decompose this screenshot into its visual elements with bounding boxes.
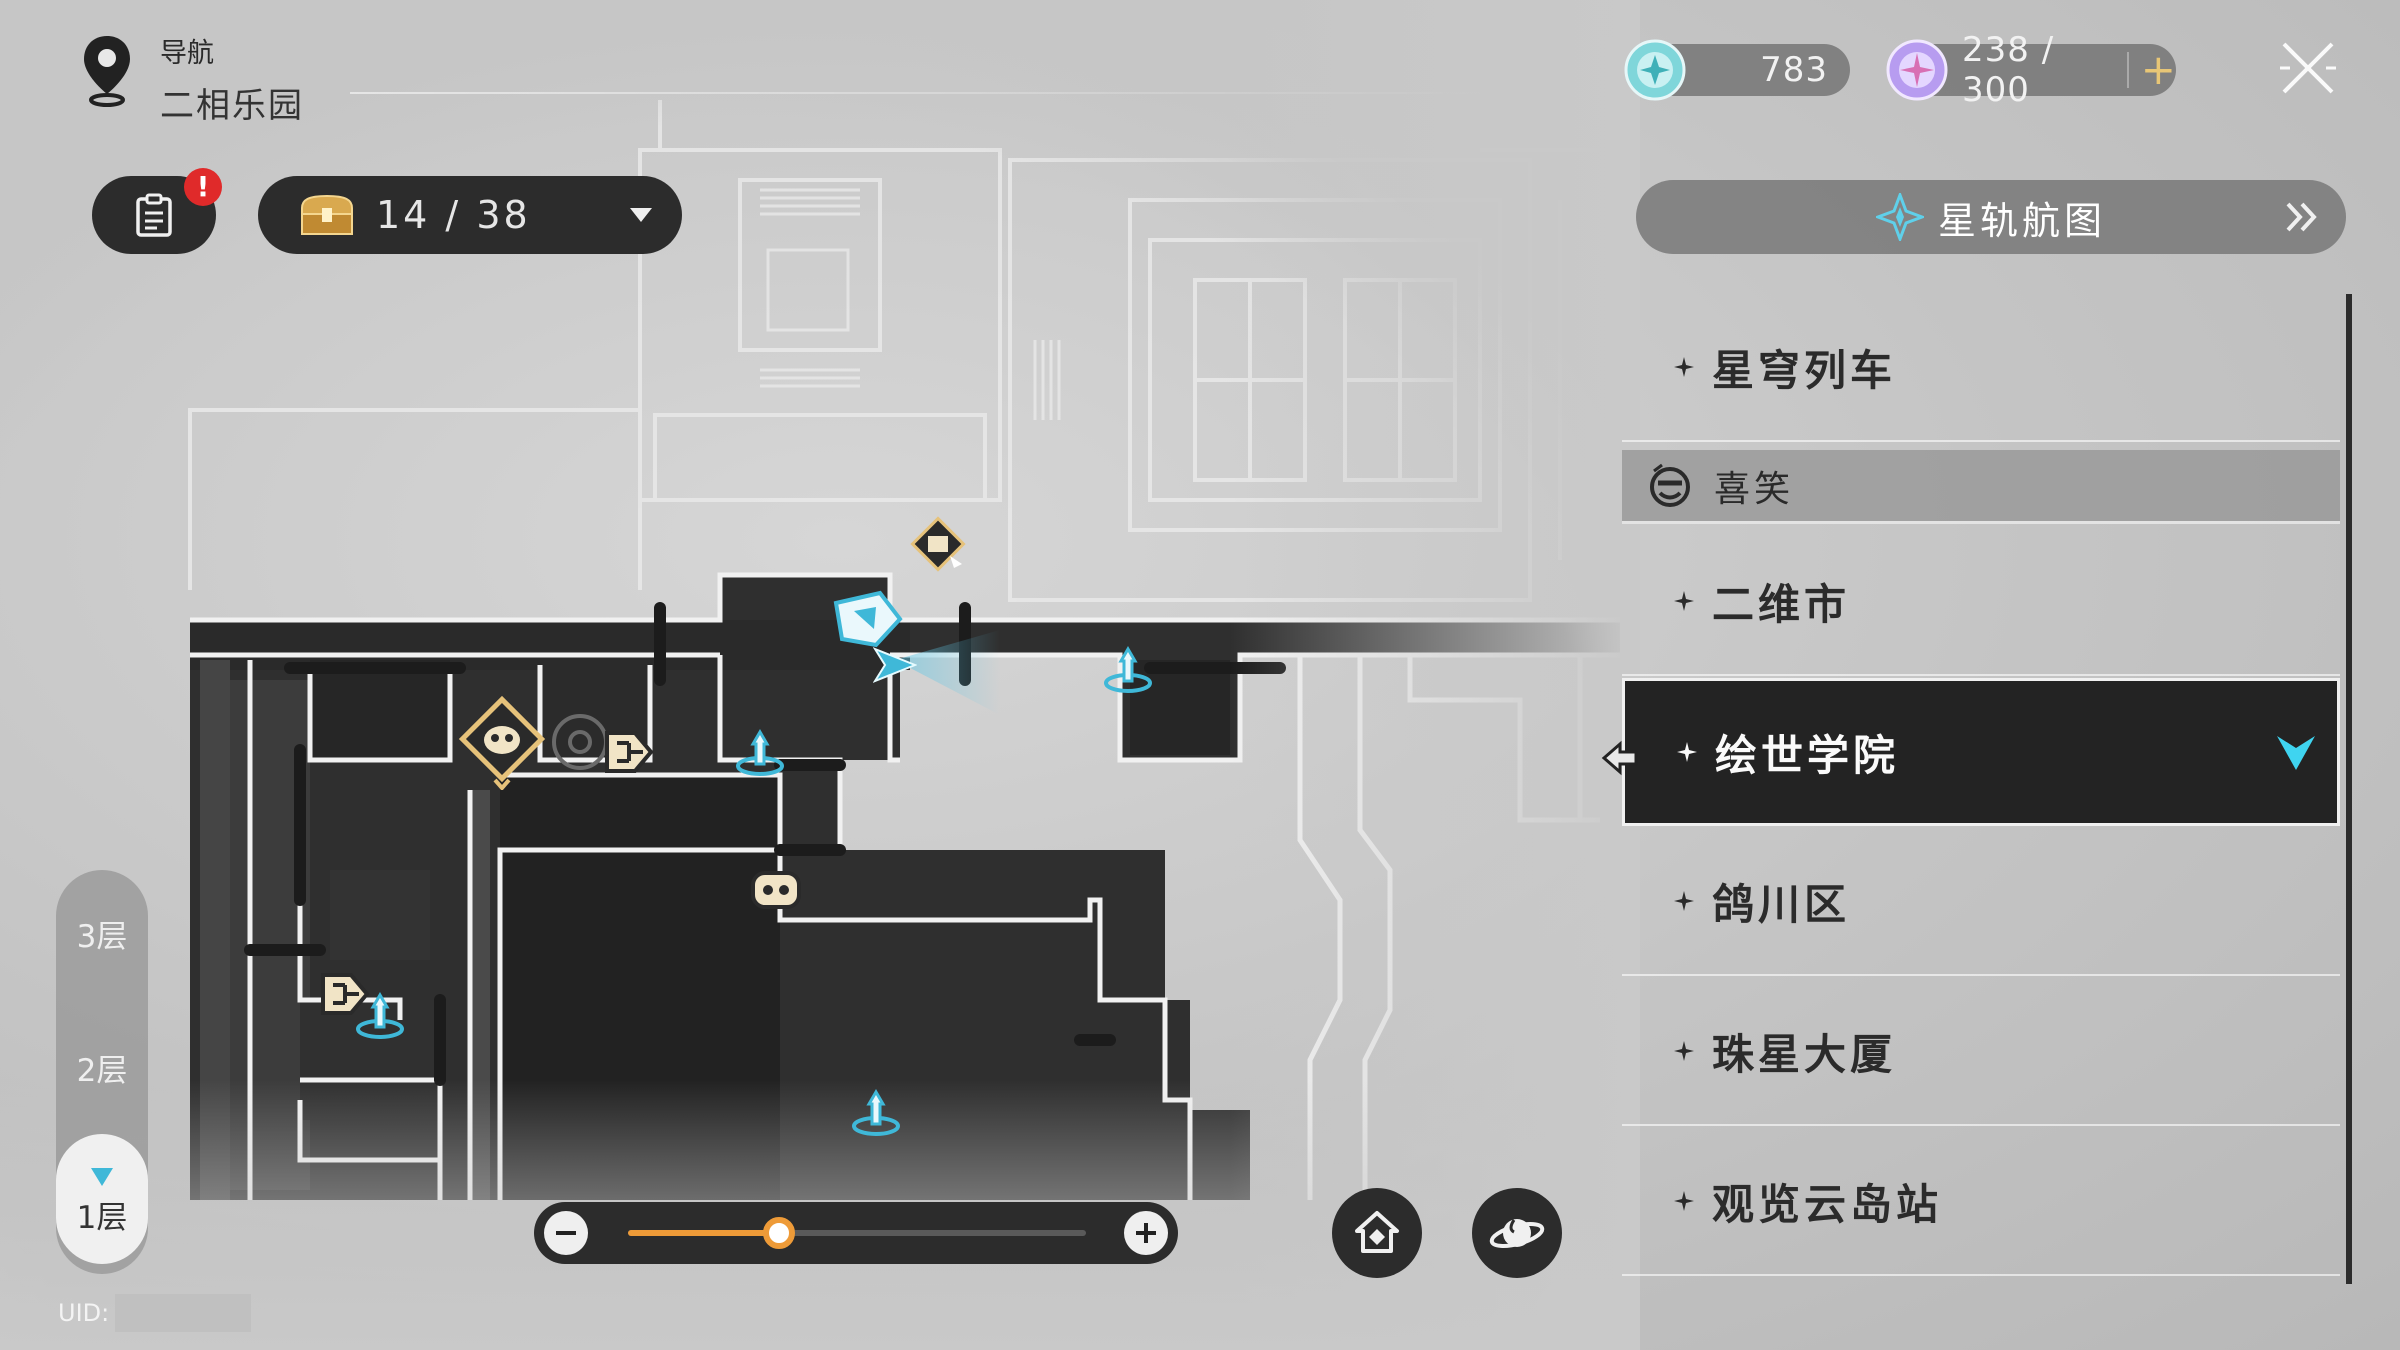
location-label: 绘世学院	[1715, 730, 1900, 780]
selection-pointer-icon	[1601, 740, 1638, 776]
close-icon[interactable]	[2276, 36, 2340, 100]
treasure-count: 14 / 38	[376, 193, 531, 237]
double-chevron-right-icon	[2286, 202, 2317, 232]
world-group-label: 喜笑	[1714, 468, 1795, 510]
exit-door-icon[interactable]	[601, 727, 655, 777]
space-anchor-icon[interactable]	[731, 726, 789, 784]
power-separator	[2127, 52, 2129, 88]
map-view[interactable]	[0, 0, 1640, 1350]
robot-npc-icon[interactable]	[747, 865, 805, 915]
world-group-header: 喜笑	[1622, 450, 2340, 524]
location-item-cloud-island-station[interactable]: 观览云岛站	[1622, 1128, 2340, 1276]
uid-mask	[115, 1294, 252, 1332]
zoom-out-button[interactable]	[544, 1211, 588, 1255]
location-item-painted-academy[interactable]: 绘世学院	[1622, 678, 2340, 826]
shop-icon[interactable]	[910, 516, 966, 572]
location-label: 二维市	[1712, 579, 1851, 629]
zoom-slider-handle[interactable]	[763, 1217, 796, 1249]
star-compass-icon	[1875, 193, 1924, 241]
location-label: 鸽川区	[1712, 879, 1851, 929]
floor-label: 2层	[76, 1052, 128, 1089]
sparkle-icon	[1674, 357, 1694, 377]
sparkle-icon	[1674, 1191, 1694, 1211]
trailblaze-power-icon	[1886, 39, 1948, 101]
raccoon-boss-icon[interactable]	[457, 694, 547, 790]
map-geometry	[0, 0, 1640, 1350]
chevron-down-icon	[630, 208, 652, 222]
fuel-icon	[1624, 39, 1686, 101]
floor-3-button[interactable]: 3层	[56, 898, 148, 968]
uid-label: UID:	[58, 1299, 110, 1327]
location-label: 珠星大厦	[1712, 1029, 1897, 1079]
zoom-in-button[interactable]	[1124, 1211, 1168, 1255]
current-location-icon	[2277, 736, 2315, 770]
sparkle-icon	[1674, 1041, 1694, 1061]
sparkle-icon	[1674, 891, 1694, 911]
star-rail-map-label: 星轨航图	[1937, 198, 2106, 243]
zoom-fill	[628, 1230, 780, 1236]
location-item-astral-express[interactable]: 星穹列车	[1622, 294, 2340, 442]
space-anchor-icon[interactable]	[847, 1086, 905, 1144]
fuel-counter[interactable]: 783	[1624, 39, 1850, 101]
clipboard-icon	[136, 193, 172, 237]
sparkle-icon	[1677, 742, 1697, 762]
player-arrow-icon	[873, 647, 917, 683]
floor-label: 1层	[76, 1199, 128, 1236]
location-name: 二相乐园	[160, 86, 304, 126]
location-item-pigeon-district[interactable]: 鸽川区	[1622, 828, 2340, 976]
location-item-pearl-star-tower[interactable]: 珠星大厦	[1622, 978, 2340, 1126]
treasure-chest-counter[interactable]: 14 / 38	[258, 176, 682, 254]
treasure-chest-icon	[301, 194, 353, 235]
zoom-control	[534, 1202, 1178, 1264]
navigation-header: 导航 二相乐园	[80, 28, 304, 127]
star-rail-map-button[interactable]: 星轨航图	[1636, 180, 2346, 254]
world-select-button[interactable]	[1472, 1188, 1562, 1278]
power-value: 238 / 300	[1962, 30, 2055, 110]
jester-face-icon	[1650, 463, 1690, 507]
mission-alert-badge: !	[184, 168, 222, 206]
home-location-button[interactable]	[1332, 1188, 1422, 1278]
home-icon	[1355, 1211, 1399, 1253]
add-power-button[interactable]: +	[2140, 45, 2176, 94]
nav-label: 导航	[160, 38, 214, 69]
current-floor-icon	[91, 1167, 113, 1186]
location-label: 观览云岛站	[1712, 1179, 1943, 1229]
location-item-2d-city[interactable]: 二维市	[1622, 528, 2340, 676]
floor-label: 3层	[76, 918, 128, 955]
floor-2-button[interactable]: 2层	[56, 1032, 148, 1102]
location-list-scrollbar[interactable]	[2346, 294, 2352, 1284]
zoom-slider[interactable]	[628, 1217, 1086, 1249]
fuel-value: 783	[1760, 50, 1828, 90]
space-anchor-icon[interactable]	[1099, 643, 1157, 701]
planet-icon	[1489, 1219, 1545, 1248]
power-counter[interactable]: 238 / 300 +	[1886, 30, 2176, 110]
exit-door-icon[interactable]	[317, 969, 371, 1019]
uid-display: UID:	[58, 1294, 252, 1332]
sparkle-icon	[1674, 591, 1694, 611]
header-divider	[350, 92, 1500, 94]
space-anchor-icon[interactable]	[351, 989, 409, 1047]
location-label: 星穹列车	[1712, 345, 1897, 395]
map-pin-icon	[84, 36, 130, 107]
location-list: 星穹列车 喜笑 二维市 绘世学院 鸽川区 珠星大厦 观览云岛站	[1622, 294, 2348, 1292]
mission-npc-icon[interactable]	[830, 589, 906, 651]
floor-1-button[interactable]: 1层	[56, 1134, 148, 1264]
